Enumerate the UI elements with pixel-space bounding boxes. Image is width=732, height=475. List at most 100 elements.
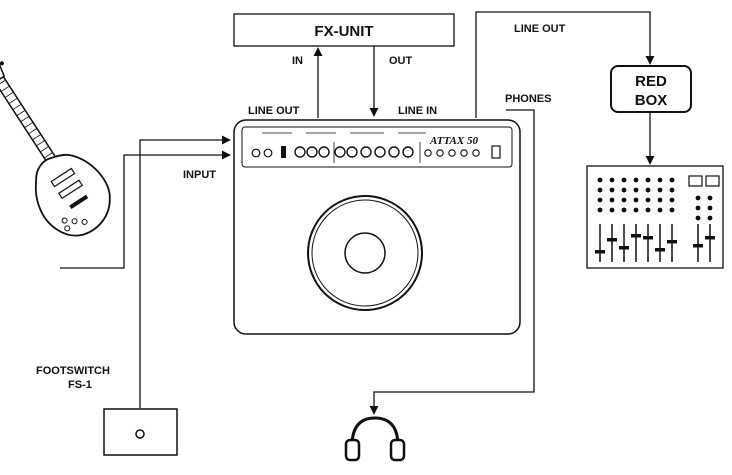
footswitch-cable-wire xyxy=(139,135,231,408)
line-out-to-redbox-wire xyxy=(475,11,655,118)
guitar-fret xyxy=(8,97,18,104)
amp-output-jack xyxy=(472,149,480,157)
fx-unit: FX-UNIT xyxy=(233,13,455,47)
guitar-fret xyxy=(40,146,49,153)
amp-control-panel xyxy=(251,132,480,163)
mixer-knob xyxy=(645,177,651,183)
amp-output-jack xyxy=(436,149,444,157)
mixer-fader-cap xyxy=(607,238,617,242)
guitar-icon xyxy=(0,56,111,237)
amp-knob xyxy=(318,146,330,158)
red-box: RED BOX xyxy=(610,65,692,113)
mixer-knob xyxy=(669,207,675,213)
mixer-fader-cap xyxy=(643,236,653,240)
guitar-fret xyxy=(4,91,14,98)
mixer-knob xyxy=(707,195,713,201)
amp-output-jack xyxy=(460,149,468,157)
amp-knob xyxy=(306,146,318,158)
line-in-label: LINE IN xyxy=(398,105,437,117)
amp-knob xyxy=(388,146,400,158)
mixer-meter-right xyxy=(705,175,720,187)
mixer-fader-cap xyxy=(693,244,703,248)
mixer-knob xyxy=(669,197,675,203)
mixer-fader-cap xyxy=(655,248,665,252)
fx-out-label: OUT xyxy=(389,55,413,67)
red-box-label-line1: RED xyxy=(635,73,667,90)
mixer-knob xyxy=(621,187,627,193)
footswitch xyxy=(103,408,178,456)
amp-knob xyxy=(402,146,414,158)
mixer-knob xyxy=(621,207,627,213)
mixer-knob xyxy=(657,197,663,203)
mixer-knob xyxy=(609,187,615,193)
speaker-cone-ring xyxy=(311,199,419,307)
mixer-meter-left xyxy=(688,175,703,187)
footswitch-label-line1: FOOTSWITCH xyxy=(36,365,110,377)
amp-knob xyxy=(294,146,306,158)
mixer-knob xyxy=(597,197,603,203)
guitar-fret xyxy=(0,79,6,86)
guitar-fret xyxy=(28,128,38,135)
amp-knob xyxy=(374,146,386,158)
guitar-fret xyxy=(16,109,26,117)
fx-in-label: IN xyxy=(292,55,303,67)
amp-knob xyxy=(360,146,372,158)
mixer-knob xyxy=(633,207,639,213)
mixer-knob xyxy=(597,187,603,193)
mixer-knob xyxy=(597,177,603,183)
mixer-knob xyxy=(695,195,701,201)
guitar-fret xyxy=(32,134,42,141)
guitar-fret xyxy=(20,115,30,123)
footswitch-button-icon xyxy=(135,429,145,439)
amplifier: ATTAX 50 xyxy=(233,119,521,335)
power-switch-icon xyxy=(491,145,501,159)
guitar-fret xyxy=(44,152,53,159)
mixer-knob xyxy=(609,197,615,203)
guitar-cable-wire xyxy=(60,150,231,269)
guitar-fret xyxy=(0,85,10,92)
mixer-fader-cap xyxy=(667,240,677,244)
mixer-knob xyxy=(707,205,713,211)
mixing-desk xyxy=(586,165,724,269)
mixer-knob xyxy=(621,177,627,183)
mixer-knob xyxy=(633,177,639,183)
amp-channel-switch xyxy=(281,146,286,158)
mixer-fader-cap xyxy=(705,236,715,240)
mixer-knob xyxy=(645,207,651,213)
mixer-knob xyxy=(633,187,639,193)
input-label: INPUT xyxy=(183,169,216,181)
footswitch-label-line2: FS-1 xyxy=(68,379,92,391)
mixer-knob xyxy=(657,177,663,183)
mixer-knob xyxy=(695,205,701,211)
amp-brand-logo: ATTAX 50 xyxy=(429,135,478,147)
amp-output-jack xyxy=(424,149,432,157)
amp-input-jack xyxy=(251,148,261,158)
mixer-fader-cap xyxy=(631,234,641,238)
mixer-knob xyxy=(707,215,713,221)
fx-unit-label: FX-UNIT xyxy=(314,23,373,40)
mixer-knob xyxy=(609,177,615,183)
mixer-knobs xyxy=(597,177,713,221)
red-box-label-line2: BOX xyxy=(635,92,668,109)
mixer-knob xyxy=(669,187,675,193)
mixer-knob xyxy=(657,207,663,213)
mixer-knob xyxy=(633,197,639,203)
phones-wire xyxy=(369,109,535,415)
guitar-fret xyxy=(36,140,45,147)
amp-output-jack xyxy=(448,149,456,157)
mixer-fader-cap xyxy=(619,246,629,250)
amp-input-jack xyxy=(263,148,273,158)
headphones-icon xyxy=(344,416,406,462)
mixer-fader-cap xyxy=(595,250,605,254)
amp-line-out-label: LINE OUT xyxy=(248,105,300,117)
speaker-dust-cap xyxy=(344,232,386,274)
mixer-knob xyxy=(645,187,651,193)
guitar-fret xyxy=(24,121,34,129)
phones-label: PHONES xyxy=(505,93,551,105)
mixer-knob xyxy=(657,187,663,193)
guitar-fret xyxy=(12,103,22,110)
mixer-knob xyxy=(597,207,603,213)
mixer-knob xyxy=(695,215,701,221)
